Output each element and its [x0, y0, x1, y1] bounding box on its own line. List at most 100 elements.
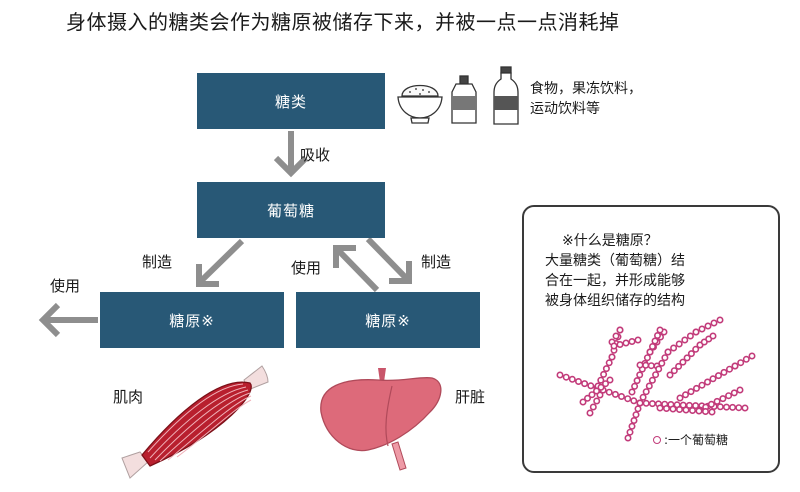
glucose-unit [646, 348, 654, 356]
glucose-box: 葡萄糖 [197, 182, 385, 238]
muscle-icon [121, 365, 269, 479]
glucose-unit [633, 377, 641, 385]
glucose-unit [612, 332, 620, 340]
glucose-unit [675, 362, 683, 370]
glucose-unit [597, 383, 605, 391]
glucose-unit [675, 405, 683, 413]
glucose-unit [713, 397, 721, 405]
make-right-label: 制造 [421, 253, 452, 271]
glucose-unit [722, 403, 730, 411]
muscle-label: 肌肉 [113, 388, 144, 406]
glucose-legend-label: :一个葡萄糖 [664, 433, 729, 447]
glucose-unit [692, 384, 700, 392]
glucose-unit [630, 416, 638, 424]
bottle-icon [493, 66, 519, 125]
glycogen-muscle-box: 糖原※ [100, 292, 284, 348]
use-middle-arrow [335, 247, 380, 293]
glucose-unit [681, 336, 689, 344]
glucose-unit [589, 403, 597, 411]
glucose-unit [600, 370, 608, 378]
glucose-unit [676, 394, 684, 402]
glucose-unit [661, 354, 669, 362]
glucose-unit [642, 361, 650, 369]
glucose-unit [624, 395, 632, 403]
glucose-unit [698, 381, 706, 389]
glucose-unit [675, 340, 683, 348]
glucose-unit [741, 404, 749, 412]
glucose-unit [597, 376, 605, 384]
glucose-unit [686, 332, 694, 340]
glucose-unit [666, 371, 674, 379]
glucose-unit [586, 409, 594, 417]
glucose-unit [735, 404, 743, 412]
glucose-unit [648, 376, 656, 384]
glucose-unit [670, 344, 678, 352]
glucose-unit [648, 342, 656, 350]
glucose-unit [639, 393, 647, 401]
glucose-unit [679, 358, 687, 366]
glucose-unit [656, 326, 664, 334]
glucose-unit [651, 337, 659, 345]
glucose-unit [611, 390, 619, 398]
glucose-unit [562, 373, 570, 381]
glucose-unit [647, 362, 655, 370]
glucose-unit [662, 404, 670, 412]
glucose-unit [634, 336, 642, 344]
glucose-unit [709, 332, 717, 340]
glucose-unit [742, 355, 750, 363]
glucose-unit [688, 406, 696, 414]
glucose-unit [631, 382, 639, 390]
note-line-4: 被身体组织储存的结构 [545, 293, 685, 309]
sugar-box: 糖类 [197, 73, 385, 129]
make-left-arrow [198, 238, 245, 284]
glucose-unit [602, 365, 610, 373]
glucose-unit [664, 348, 672, 356]
glucose-unit [608, 353, 616, 361]
note-line-2: 大量糖类（葡萄糖）结 [545, 253, 685, 269]
glucose-unit [610, 342, 618, 350]
use-middle-label: 使用 [291, 259, 322, 277]
glucose-dot-icon [653, 435, 661, 444]
glucose-unit [716, 316, 724, 324]
glucose-unit [679, 401, 687, 409]
glucose-unit [695, 407, 703, 415]
glucose-unit [636, 361, 644, 369]
glucose-unit [692, 345, 700, 353]
glycogen-note-panel [522, 205, 780, 473]
glucose-unit [710, 319, 718, 327]
glucose-unit [579, 398, 587, 406]
glucose-unit [636, 399, 644, 407]
foods-line-2: 运动饮料等 [530, 101, 600, 117]
glucose-unit [720, 368, 728, 376]
note-line-1: ※什么是糖原？ [562, 233, 658, 249]
glucose-unit [616, 326, 624, 334]
glucose-unit [643, 354, 651, 362]
glucose-unit [714, 372, 722, 380]
make-left-label: 制造 [142, 253, 173, 271]
glucose-unit [622, 339, 630, 347]
glucose-unit [617, 392, 625, 400]
absorb-label: 吸收 [300, 146, 331, 164]
glucose-unit [605, 388, 613, 396]
glucose-unit [707, 400, 715, 408]
glucose-unit [681, 391, 689, 399]
glucose-unit [708, 408, 716, 416]
glucose-unit [748, 352, 756, 360]
glucose-unit [725, 365, 733, 373]
glucose-unit [701, 407, 709, 415]
glucose-unit [729, 403, 737, 411]
glucose-unit [642, 399, 650, 407]
glucose-unit [636, 371, 644, 379]
glucose-unit [716, 403, 724, 411]
glucose-unit [737, 359, 745, 367]
glucose-unit [630, 397, 638, 405]
jelly-drink-icon [451, 75, 477, 124]
note-line-3: 合在一起，并形成能够 [545, 273, 685, 289]
glucose-unit [648, 400, 656, 408]
glucose-unit [656, 404, 664, 412]
glucose-legend: :一个葡萄糖 [653, 431, 728, 448]
